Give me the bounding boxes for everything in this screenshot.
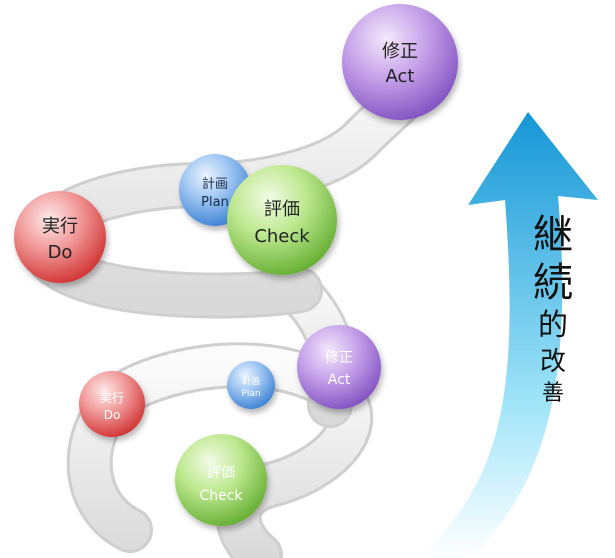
- upper-check-node: 評価 Check: [227, 165, 337, 275]
- lower-check-jp: 評価: [207, 465, 235, 481]
- upper-check-en: Check: [254, 226, 310, 247]
- upper-act-jp: 修正: [382, 41, 418, 62]
- lower-do-node: 実行 Do: [79, 371, 145, 437]
- arrow-label-char-2: 続: [533, 260, 573, 306]
- lower-plan-jp: 計画: [242, 375, 260, 387]
- arrow-label-char-3: 的: [538, 308, 568, 343]
- arrow-label-char-1: 継: [533, 212, 573, 258]
- lower-act-jp: 修正: [325, 350, 353, 366]
- upper-do-en: Do: [48, 242, 73, 263]
- lower-cycle: 修正 Act 計画 Plan 実行 Do 評価 Check: [79, 325, 381, 526]
- continuous-improvement-label: 継 続 的 改 善: [525, 215, 581, 405]
- upper-do-jp: 実行: [42, 216, 78, 237]
- lower-plan-node: 計画 Plan: [227, 361, 275, 409]
- lower-check-en: Check: [199, 488, 243, 504]
- arrow-label-char-5: 善: [541, 381, 564, 406]
- lower-plan-en: Plan: [241, 389, 260, 399]
- arrow-label-char-4: 改: [539, 347, 566, 377]
- upper-act-node: 修正 Act: [342, 4, 458, 120]
- upper-plan-en: Plan: [201, 195, 229, 210]
- lower-act-node: 修正 Act: [297, 325, 381, 409]
- lower-do-jp: 実行: [100, 390, 124, 405]
- upper-plan-jp: 計画: [202, 176, 228, 192]
- upper-do-node: 実行 Do: [14, 191, 106, 283]
- upper-check-jp: 評価: [264, 199, 300, 220]
- lower-act-en: Act: [328, 372, 351, 388]
- lower-check-node: 評価 Check: [175, 434, 267, 526]
- lower-do-en: Do: [104, 408, 121, 422]
- improvement-arrow: [420, 112, 598, 558]
- upper-cycle: 修正 Act 計画 Plan 評価 Check 実行 Do: [14, 4, 458, 283]
- upper-act-en: Act: [386, 66, 415, 87]
